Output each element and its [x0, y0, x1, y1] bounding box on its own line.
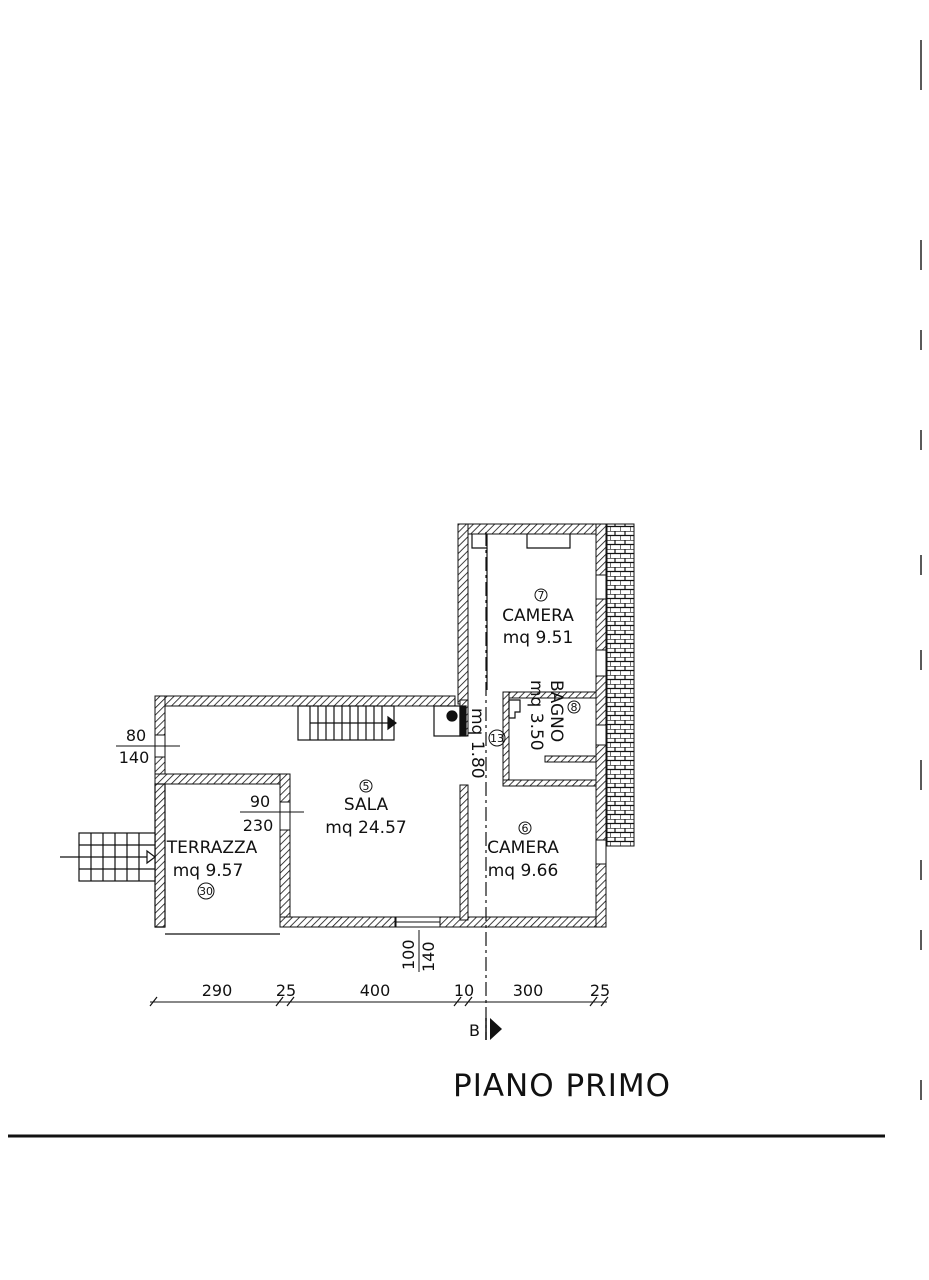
section-marker: B: [469, 1018, 502, 1040]
room-number: 8: [571, 701, 578, 714]
svg-text:25: 25: [590, 981, 610, 1000]
room-number: 5: [363, 780, 370, 793]
bottom-dimension-line: 290 25 400 10 300 25: [149, 981, 610, 1007]
terrace-door-dimension: 90 230: [240, 792, 304, 835]
svg-text:230: 230: [243, 816, 274, 835]
west-window-dimension: 80 140: [116, 726, 180, 767]
north-niche-2: [526, 534, 571, 549]
room-area: mq 24.57: [325, 818, 406, 838]
external-stairs: [60, 832, 156, 882]
room-name: CAMERA: [502, 606, 574, 626]
room-number: 13: [490, 732, 504, 745]
interior-stairs: [297, 705, 397, 741]
room-name: CAMERA: [487, 838, 559, 858]
room-camera-north: 7 CAMERA mq 9.51: [502, 588, 574, 648]
room-number: 30: [199, 885, 213, 898]
svg-text:10: 10: [454, 981, 474, 1000]
svg-text:100: 100: [399, 939, 418, 970]
svg-text:90: 90: [250, 792, 270, 811]
chimney: [433, 705, 467, 737]
room-area: mq 9.57: [173, 861, 244, 881]
room-bagno: 8 BAGNO mq 3.50: [526, 680, 581, 751]
svg-text:B: B: [469, 1021, 480, 1040]
plan-title: PIANO PRIMO: [453, 1068, 671, 1104]
terrace-outline: [154, 783, 166, 928]
room-disimpegno: 13 mq 1.80: [467, 708, 506, 779]
south-window-dimension: 100 140: [399, 930, 438, 972]
room-area: mq 1.80: [467, 708, 487, 779]
room-number: 7: [538, 589, 545, 602]
room-area: mq 3.50: [526, 680, 546, 751]
room-sala: 5 SALA mq 24.57: [325, 779, 407, 838]
svg-text:25: 25: [276, 981, 296, 1000]
room-name: BAGNO: [546, 680, 566, 742]
room-area: mq 9.51: [503, 628, 574, 648]
svg-text:140: 140: [119, 748, 150, 767]
svg-text:80: 80: [126, 726, 146, 745]
room-number: 6: [522, 822, 529, 835]
room-area: mq 9.66: [488, 861, 559, 881]
room-name: TERRAZZA: [166, 838, 258, 858]
svg-text:400: 400: [360, 981, 391, 1000]
bathroom-fixture: [508, 699, 521, 719]
svg-text:300: 300: [513, 981, 544, 1000]
room-terrazza: TERRAZZA mq 9.57 30: [166, 838, 258, 900]
room-name: SALA: [344, 795, 389, 815]
north-niche: [471, 534, 488, 549]
room-camera-south: 6 CAMERA mq 9.66: [487, 821, 559, 881]
svg-text:140: 140: [419, 941, 438, 972]
roof-tiles: [606, 523, 635, 847]
svg-text:290: 290: [202, 981, 233, 1000]
